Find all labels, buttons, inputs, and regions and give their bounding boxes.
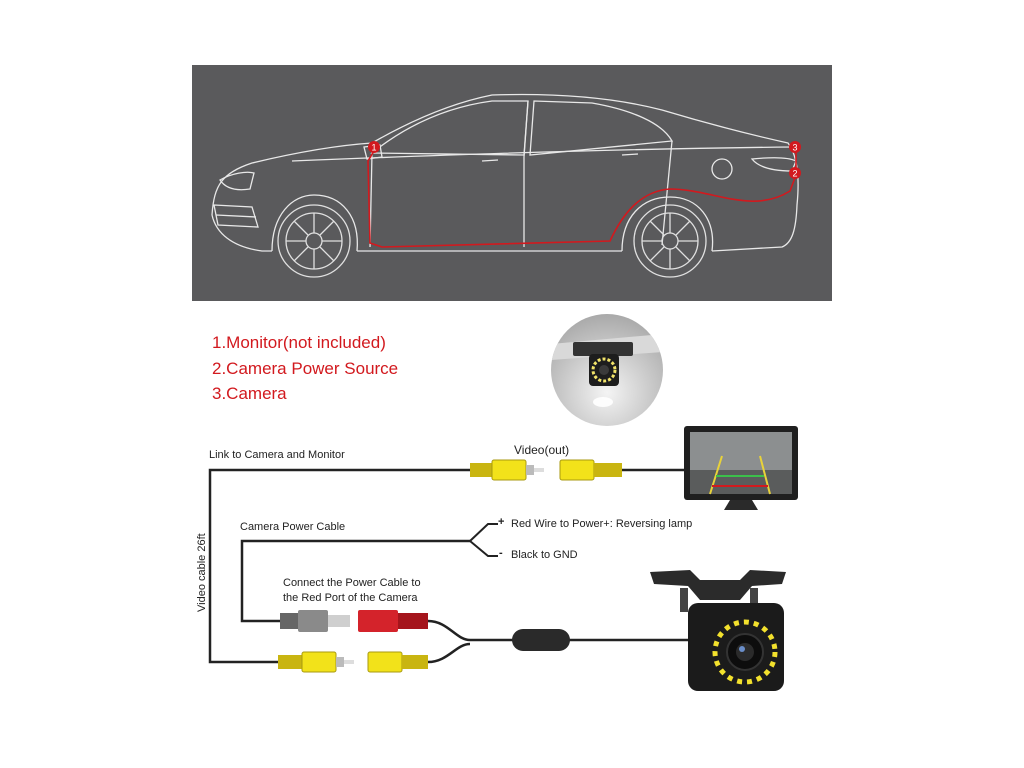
label-video-out: Video(out) (514, 443, 570, 457)
label-video-cable-length: Video cable 26ft (196, 533, 208, 612)
svg-text:3: 3 (792, 143, 797, 153)
rca-video-connector-camera-left (278, 651, 354, 673)
monitor-illustration (684, 426, 798, 510)
plus-sign: + (498, 516, 505, 528)
label-connect-line2: the Red Port of the Camera (283, 592, 418, 604)
red-wiring-route (367, 147, 797, 248)
label-connect-power: Connect the Power Cable to the Red Port … (283, 576, 421, 606)
marker-3: 3 (789, 141, 801, 153)
legend: 1.Monitor(not included) 2.Camera Power S… (212, 330, 398, 407)
svg-text:2: 2 (792, 169, 797, 179)
car-outline-illustration: 1 3 2 (211, 93, 801, 278)
marker-1: 1 (368, 141, 380, 153)
label-red-wire: Red Wire to Power+: Reversing lamp (511, 518, 693, 530)
rca-video-connector-right (559, 459, 622, 481)
label-black-wire: Black to GND (511, 549, 578, 561)
camera-mounted-photo (551, 314, 663, 426)
marker-2: 2 (789, 167, 801, 179)
label-link-camera-monitor: Link to Camera and Monitor (209, 449, 345, 461)
power-connector-grey (280, 610, 350, 632)
minus-sign: - (499, 547, 503, 559)
rca-video-connector-left (470, 459, 544, 481)
legend-item-power-source: 2.Camera Power Source (212, 358, 399, 378)
power-connector-red (358, 610, 428, 632)
legend-item-monitor: 1.Monitor(not included) (212, 333, 386, 352)
label-connect-line1: Connect the Power Cable to (283, 577, 421, 589)
legend-item-camera: 3.Camera (212, 384, 287, 403)
power-cable (240, 539, 470, 623)
camera-illustration (650, 570, 786, 691)
car-installation-diagram: 1 3 2 (192, 65, 832, 301)
rca-video-connector-camera-right (367, 651, 428, 673)
label-camera-power-cable: Camera Power Cable (240, 521, 346, 533)
video-cable (208, 468, 470, 664)
cable-filter (512, 629, 570, 651)
svg-text:1: 1 (371, 143, 376, 153)
